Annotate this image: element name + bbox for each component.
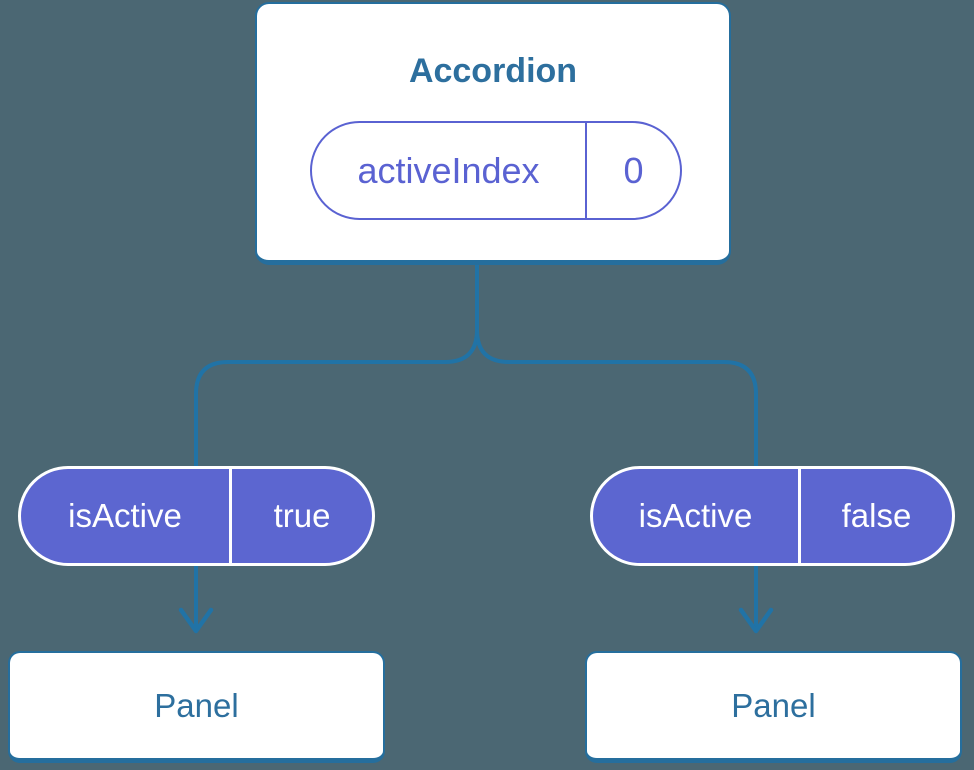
panel-node-card: Panel bbox=[8, 651, 385, 763]
arrow-down-icon bbox=[738, 607, 774, 634]
panel-node-card: Panel bbox=[585, 651, 962, 763]
prop-name: isActive bbox=[593, 469, 801, 563]
node-title: Panel bbox=[154, 686, 239, 724]
prop-pill-isactive-true: isActive true bbox=[18, 466, 375, 566]
node-title: Accordion bbox=[408, 52, 578, 90]
prop-value: true bbox=[273, 497, 331, 534]
state-value: 0 bbox=[623, 149, 644, 191]
connector-branch-left bbox=[194, 265, 479, 628]
accordion-node-card: Accordion activeIndex 0 bbox=[255, 2, 731, 265]
node-title: Panel bbox=[731, 686, 816, 724]
state-pill-activeindex: activeIndex 0 bbox=[310, 121, 682, 220]
prop-name: isActive bbox=[21, 469, 232, 563]
prop-value: false bbox=[841, 497, 912, 534]
state-name: activeIndex bbox=[312, 123, 587, 218]
connector-branch-right bbox=[475, 265, 758, 628]
prop-pill-isactive-false: isActive false bbox=[590, 466, 955, 566]
arrow-down-icon bbox=[178, 607, 214, 634]
